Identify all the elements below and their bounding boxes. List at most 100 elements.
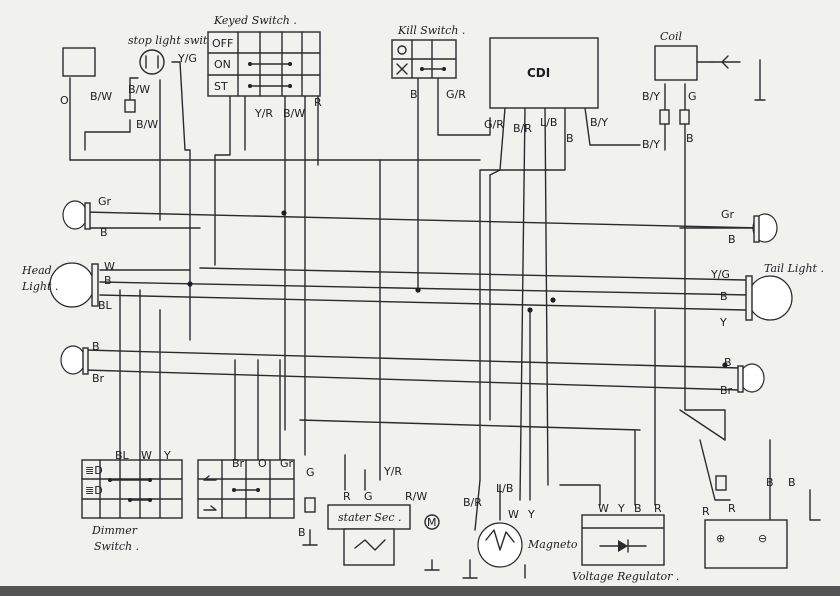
svg-text:Tail Light .: Tail Light . xyxy=(764,262,824,275)
svg-text:CDI: CDI xyxy=(527,66,550,80)
wire-label: L/B xyxy=(496,482,513,495)
wire-label: W xyxy=(104,260,115,273)
wire-label: Gr xyxy=(98,195,112,208)
svg-text:Light .: Light . xyxy=(21,280,58,293)
bus-wires xyxy=(69,159,761,441)
cdi-unit: CDI xyxy=(489,37,599,109)
svg-text:Voltage Regulator .: Voltage Regulator . xyxy=(572,570,679,583)
wire-label: B xyxy=(566,132,574,145)
svg-text:Kill Switch .: Kill Switch . xyxy=(397,24,465,37)
left-front-signal xyxy=(62,200,91,230)
wire-label: B/Y xyxy=(590,116,608,129)
wire-label: O xyxy=(258,457,267,470)
wire-label: B/W xyxy=(283,107,305,120)
wire-label: B xyxy=(104,274,112,287)
head-light: Head Light . xyxy=(21,262,99,308)
wire-label: B/R xyxy=(463,496,482,509)
svg-text:Coil: Coil xyxy=(660,30,683,43)
svg-text:≣D: ≣D xyxy=(85,464,103,477)
svg-text:ON: ON xyxy=(214,58,231,71)
wire-label: B/Y xyxy=(642,90,660,103)
svg-text:OFF: OFF xyxy=(212,37,233,50)
wire-label: Y xyxy=(719,316,727,329)
voltage-regulator: Voltage Regulator . xyxy=(572,514,679,583)
svg-text:Switch .: Switch . xyxy=(94,540,139,553)
wire-label: B xyxy=(634,502,642,515)
wire-label: B xyxy=(728,233,736,246)
right-rear-signal xyxy=(737,363,765,393)
wire-label: B xyxy=(92,340,100,353)
kill-switch: Kill Switch . xyxy=(391,24,465,79)
svg-text:≣D: ≣D xyxy=(85,484,103,497)
wire-label: B xyxy=(788,476,796,489)
svg-text:stop light switch: stop light switch xyxy=(128,34,221,47)
wire-label: R xyxy=(728,502,736,515)
wire-label: R xyxy=(314,96,322,109)
svg-text:⊕: ⊕ xyxy=(716,532,725,545)
wire-label: G xyxy=(306,466,315,479)
wire-label: R xyxy=(702,505,710,518)
wire-label: B xyxy=(686,132,694,145)
wire-label: B/R xyxy=(513,122,532,135)
wire-label: Y/G xyxy=(177,52,197,65)
wire-label: Br xyxy=(232,457,245,470)
svg-text:stater Sec .: stater Sec . xyxy=(338,511,402,524)
dimmer-switch: ≣D ≣D Dimmer Switch . xyxy=(81,459,183,553)
svg-text:Head: Head xyxy=(21,264,52,277)
wire-label: R xyxy=(654,502,662,515)
wire-label: Y xyxy=(527,508,535,521)
wire-label: W xyxy=(598,502,609,515)
wire-label: R/W xyxy=(405,490,427,503)
wire-label: R xyxy=(343,490,351,503)
wire-label: G/R xyxy=(446,88,466,101)
wire-label: Br xyxy=(720,384,733,397)
wire-label: G/R xyxy=(484,118,504,131)
wire-label: Y xyxy=(163,449,171,462)
wire-labels: O B/W B/W B/W Y/G Y/R B/W R B G/R G/R B/… xyxy=(60,52,796,539)
junction-dots xyxy=(187,210,728,368)
wire-label: Y xyxy=(617,502,625,515)
wire-label: B xyxy=(724,356,732,369)
wire-label: Gr xyxy=(280,457,294,470)
wire-label: Y/G xyxy=(710,268,730,281)
left-rear-signal xyxy=(60,345,89,375)
wire-label: O xyxy=(60,94,69,107)
wire-label: Y/R xyxy=(383,465,402,478)
wire-label: B/W xyxy=(136,118,158,131)
unknown-box xyxy=(62,47,96,77)
svg-text:Keyed Switch .: Keyed Switch . xyxy=(213,14,297,27)
ignition-coil: Coil xyxy=(654,30,741,125)
battery: ⊕ ⊖ xyxy=(704,475,788,569)
wire-label: B xyxy=(766,476,774,489)
svg-text:Dimmer: Dimmer xyxy=(91,524,138,537)
wire-label: W xyxy=(508,508,519,521)
keyed-switch: Keyed Switch . OFF ON ST xyxy=(207,14,321,97)
wire-label: BL xyxy=(115,449,130,462)
wire-label: Br xyxy=(92,372,105,385)
wire-label: G xyxy=(364,490,373,503)
right-front-signal xyxy=(752,213,778,243)
wire-label: G xyxy=(688,90,697,103)
svg-text:⊖: ⊖ xyxy=(758,532,767,545)
routing-wires xyxy=(69,59,821,579)
wire-label: Y/R xyxy=(254,107,273,120)
wire-label: B xyxy=(100,226,108,239)
wire-label: B xyxy=(720,290,728,303)
wire-label: BL xyxy=(98,299,113,312)
tail-light: Tail Light . xyxy=(745,262,824,321)
svg-text:M: M xyxy=(427,516,437,529)
wire-label: B xyxy=(410,88,418,101)
signal-switch xyxy=(197,459,295,519)
wire-label: B/Y xyxy=(642,138,660,151)
magneto: Magneto . xyxy=(477,522,585,568)
fuse xyxy=(304,497,316,513)
stop-light-switch: stop light switch xyxy=(124,34,221,113)
stator: stater Sec . M xyxy=(327,504,440,566)
scan-edge xyxy=(0,586,840,596)
wire-label: W xyxy=(141,449,152,462)
svg-text:Magneto .: Magneto . xyxy=(527,538,585,551)
wire-label: Gr xyxy=(721,208,735,221)
svg-text:ST: ST xyxy=(214,80,228,93)
wire-label: B xyxy=(298,526,306,539)
